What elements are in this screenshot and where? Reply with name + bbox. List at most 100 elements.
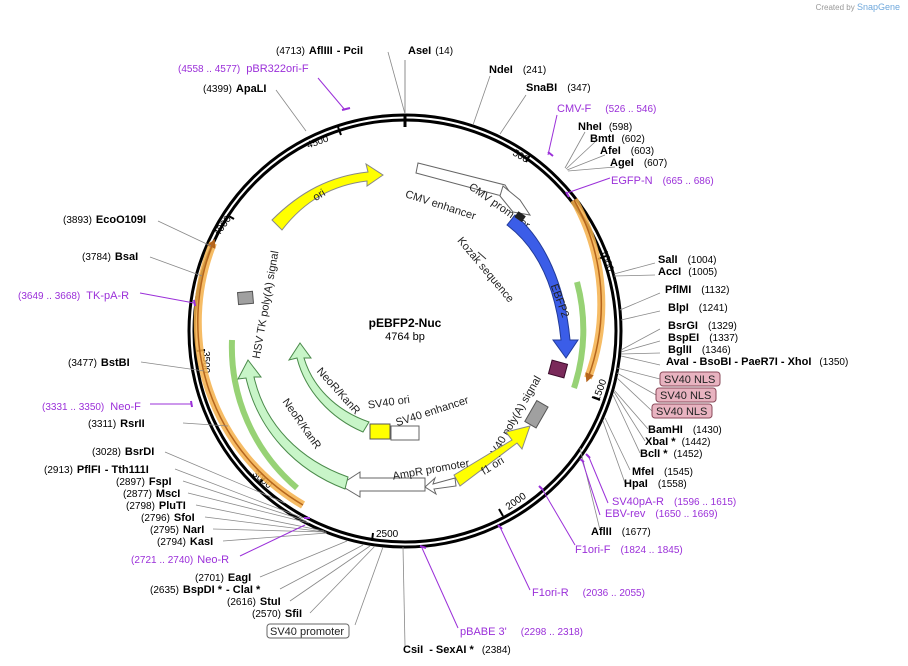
sv40-polya-box [524,399,549,429]
site-bspEI[interactable]: BspEI(1337) [668,332,738,344]
primer-marks [190,107,591,549]
f1-ori-arrow [453,425,531,487]
cmv-enhancer-label: CMV enhancer [404,188,478,222]
site-ecoO109I[interactable]: (3893)EcoO109I [63,214,146,226]
site-sfiI[interactable]: (2570)SfiI [252,608,302,620]
site-apaLI[interactable]: (4399)ApaLI [203,83,266,95]
sv40-promoter-label: SV40 promoter [270,626,344,638]
site-kasI[interactable]: (2794)KasI [157,536,213,548]
tick-label-500: 500 [510,148,530,166]
tick-1500 [591,396,601,401]
plasmid-length: 4764 bp [385,331,425,343]
leader-lines [140,51,661,647]
site-bspDI[interactable]: (2635)BspDI *- ClaI * [150,584,261,596]
credit-prefix: Created by [815,3,855,12]
site-ageI[interactable]: AgeI(607) [610,157,667,169]
site-bsrGI[interactable]: BsrGI(1329) [668,320,737,332]
hsv-tk-label: HSV TK poly(A) signal [251,250,282,360]
site-pflMI[interactable]: PflMI(1132) [665,284,729,296]
site-snabI[interactable]: SnaBI(347) [526,82,591,94]
nls-box-1[interactable] [659,371,721,387]
ampr-promoter-arrow [339,471,426,498]
site-bsaI[interactable]: (3784)BsaI [82,251,138,263]
nls-box-marker [547,359,569,379]
primer-f1ori-f[interactable]: F1ori-F(1824 .. 1845) [575,544,683,556]
green-arc-right [571,281,587,389]
sv40-ori-box [369,423,391,440]
site-bstBI[interactable]: (3477)BstBI [68,357,130,369]
site-bclI[interactable]: BclI *(1452) [640,448,702,460]
site-salI[interactable]: SalI(1004) [658,254,716,266]
ebfp2-start-marker [514,211,526,223]
primer-labels: (4558 .. 4577)pBR322ori-F CMV-F(526 .. 5… [18,63,736,638]
green-arc-left [228,339,299,491]
primer-neo-f[interactable]: (3331 .. 3350)Neo-F [42,401,141,413]
created-by-credit: Created by SnapGene [816,2,900,12]
site-narI[interactable]: (2795)NarI [150,524,204,536]
site-ndeI[interactable]: NdeI(241) [489,64,546,76]
ampr-promoter-small [424,476,457,496]
cmv-enhancer-arrow [415,162,515,198]
site-bglII[interactable]: BglII(1346) [668,344,731,356]
ebfp2-label: EBFP2 [548,282,571,319]
site-accI[interactable]: AccI(1005) [658,266,717,278]
plasmid-name: pEBFP2-Nuc [369,316,442,330]
site-bamHI[interactable]: BamHI(1430) [648,424,722,436]
site-csiI[interactable]: CsiI- SexAI *(2384) [403,644,511,656]
snapgene-logo: SnapGene [856,2,900,12]
kozak-label: Kozak sequence [455,235,516,305]
site-bsrDI[interactable]: (3028)BsrDI [92,446,154,458]
site-mfeI[interactable]: MfeI(1545) [632,466,693,478]
ori-label: ori [311,187,328,204]
site-xbaI[interactable]: XbaI *(1442) [645,436,710,448]
tick-4500 [337,126,342,136]
nls-label-2: SV40 NLS [660,390,711,402]
site-rsrII[interactable]: (3311)RsrII [88,418,145,430]
site-stuI[interactable]: (2616)StuI [227,596,281,608]
kozak-marker [477,251,487,260]
site-fspI[interactable]: (2897)FspI [116,476,172,488]
site-bmtI[interactable]: BmtI(602) [590,133,645,145]
tick-4000 [226,214,235,220]
tick-2000 [498,508,504,517]
site-pflFI[interactable]: (2913)PflFI- Tth111I [44,464,149,476]
ebfp2-arrow [506,214,579,359]
neor-inner-arrow [287,342,370,433]
primer-neo-r[interactable]: (2721 .. 2740)Neo-R [131,554,229,566]
tick-label-2500: 2500 [376,529,399,540]
sv40-promoter-box[interactable] [266,623,350,639]
sv40-ori-label: SV40 ori [367,394,410,412]
site-sfoI[interactable]: (2796)SfoI [141,512,195,524]
site-eagI[interactable]: (2701)EagI [195,572,251,584]
primer-pbabe-3[interactable]: pBABE 3'(2298 .. 2318) [460,626,583,638]
primer-egfp-n[interactable]: EGFP-N(665 .. 686) [611,175,714,187]
primer-pbr322ori-f[interactable]: (4558 .. 4577)pBR322ori-F [178,63,309,75]
site-hpaI[interactable]: HpaI(1558) [624,478,687,490]
primer-ebv-rev[interactable]: EBV-rev(1650 .. 1669) [605,508,718,520]
site-avaI[interactable]: AvaI- BsoBI - PaeR7I - XhoI(1350) [666,356,848,368]
nls-label-3: SV40 NLS [656,406,707,418]
sv40-enhancer-box [390,425,420,441]
primer-tk-pa-r[interactable]: (3649 .. 3668)TK-pA-R [18,290,129,302]
site-aseI[interactable]: AseI(14) [408,45,453,57]
tick-500 [525,154,531,163]
nls-label-1: SV40 NLS [664,374,715,386]
primer-f1ori-r[interactable]: F1ori-R(2036 .. 2055) [532,587,645,599]
primer-sv40pa-r[interactable]: SV40pA-R(1596 .. 1615) [612,496,736,508]
site-blpI[interactable]: BlpI(1241) [668,302,728,314]
site-afeI[interactable]: AfeI(603) [600,145,654,157]
nls-box-3[interactable] [651,403,713,419]
hsv-tk-box [236,290,255,306]
site-aflIII[interactable]: (4713)AflIII- PciI [276,45,363,57]
nls-labels: SV40 NLS SV40 NLS SV40 NLS SV40 promoter [266,371,721,639]
site-mscI[interactable]: (2877)MscI [123,488,180,500]
site-nheI[interactable]: NheI(598) [578,121,632,133]
primer-cmv-f[interactable]: CMV-F(526 .. 546) [557,103,656,115]
site-pluTI[interactable]: (2798)PluTI [126,500,186,512]
neor-outer-arrow [237,359,349,490]
nls-box-2[interactable] [655,387,717,403]
site-aflII[interactable]: AflII(1677) [591,526,651,538]
orange-arc-right-line [573,199,602,383]
ori-arrow [271,162,384,231]
